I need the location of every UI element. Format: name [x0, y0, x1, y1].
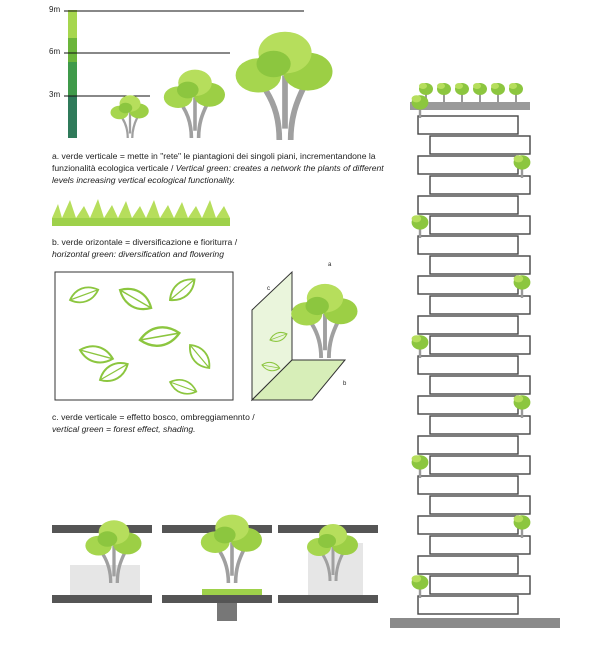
- tower-slab: [429, 575, 531, 595]
- tower-slab: [429, 335, 531, 355]
- tree-large: [236, 32, 333, 140]
- caption-b-en: horizontal green: diversification and fl…: [52, 249, 224, 259]
- tower-slab: [429, 175, 531, 195]
- tower-slab: [429, 135, 531, 155]
- scale-label-9m: 9m: [49, 5, 61, 14]
- tower-slab: [417, 315, 519, 335]
- scale-label-6m: 6m: [49, 47, 61, 56]
- balcony-tree: [410, 454, 430, 480]
- axon-label-a: a: [328, 262, 332, 268]
- scale-label-3m: 3m: [49, 90, 61, 99]
- caption-a: a. verde verticale = mette in "rete" le …: [52, 150, 390, 186]
- axon-label-b: b: [343, 381, 347, 387]
- tower-slab: [429, 295, 531, 315]
- caption-c-it: c. verde verticale = effetto bosco, ombr…: [52, 412, 255, 422]
- balcony-tree: [410, 574, 430, 600]
- tower-slab: [417, 595, 519, 615]
- tower-slab: [417, 555, 519, 575]
- tower-slab: [429, 535, 531, 555]
- axonometric-sketch: [250, 270, 360, 402]
- tower-slab: [429, 415, 531, 435]
- tower-slabs: [410, 93, 532, 615]
- caption-c: c. verde verticale = effetto bosco, ombr…: [52, 411, 292, 435]
- tower-slab: [429, 255, 531, 275]
- tower-slab: [417, 435, 519, 455]
- tower-slab: [417, 155, 519, 175]
- caption-b: b. verde orizontale = diversificazione e…: [52, 236, 292, 260]
- tower-slab: [429, 455, 531, 475]
- tower-slab: [429, 375, 531, 395]
- tower-slab: [417, 275, 519, 295]
- tower-slab: [417, 195, 519, 215]
- tower-slab: [417, 355, 519, 375]
- leaf-pattern-box: [54, 271, 234, 401]
- tree-small: [109, 94, 150, 140]
- balcony-tree: [410, 213, 430, 240]
- tree-medium: [162, 67, 227, 140]
- caption-a-en: Vertical green: creates a network the pl…: [52, 163, 384, 185]
- tower-slab: [417, 475, 519, 495]
- tower-slab: [429, 215, 531, 235]
- height-scale: [64, 10, 304, 138]
- tower-elevation: [390, 82, 560, 628]
- axon-label-c: c: [267, 286, 270, 292]
- grass-strip: [52, 199, 230, 226]
- balcony-tree: [410, 93, 430, 120]
- tower-slab: [417, 235, 519, 255]
- tower-slab: [417, 395, 519, 415]
- section-views: [52, 512, 378, 621]
- tower-slab: [417, 515, 519, 535]
- tower-slab: [417, 115, 519, 135]
- balcony-tree: [410, 334, 430, 360]
- caption-b-it: b. verde orizontale = diversificazione e…: [52, 237, 238, 247]
- tower-slab: [429, 495, 531, 515]
- caption-c-en: vertical green = forest effect, shading.: [52, 424, 196, 434]
- caption-a-it: a. verde verticale = mette in "rete" le …: [52, 151, 376, 173]
